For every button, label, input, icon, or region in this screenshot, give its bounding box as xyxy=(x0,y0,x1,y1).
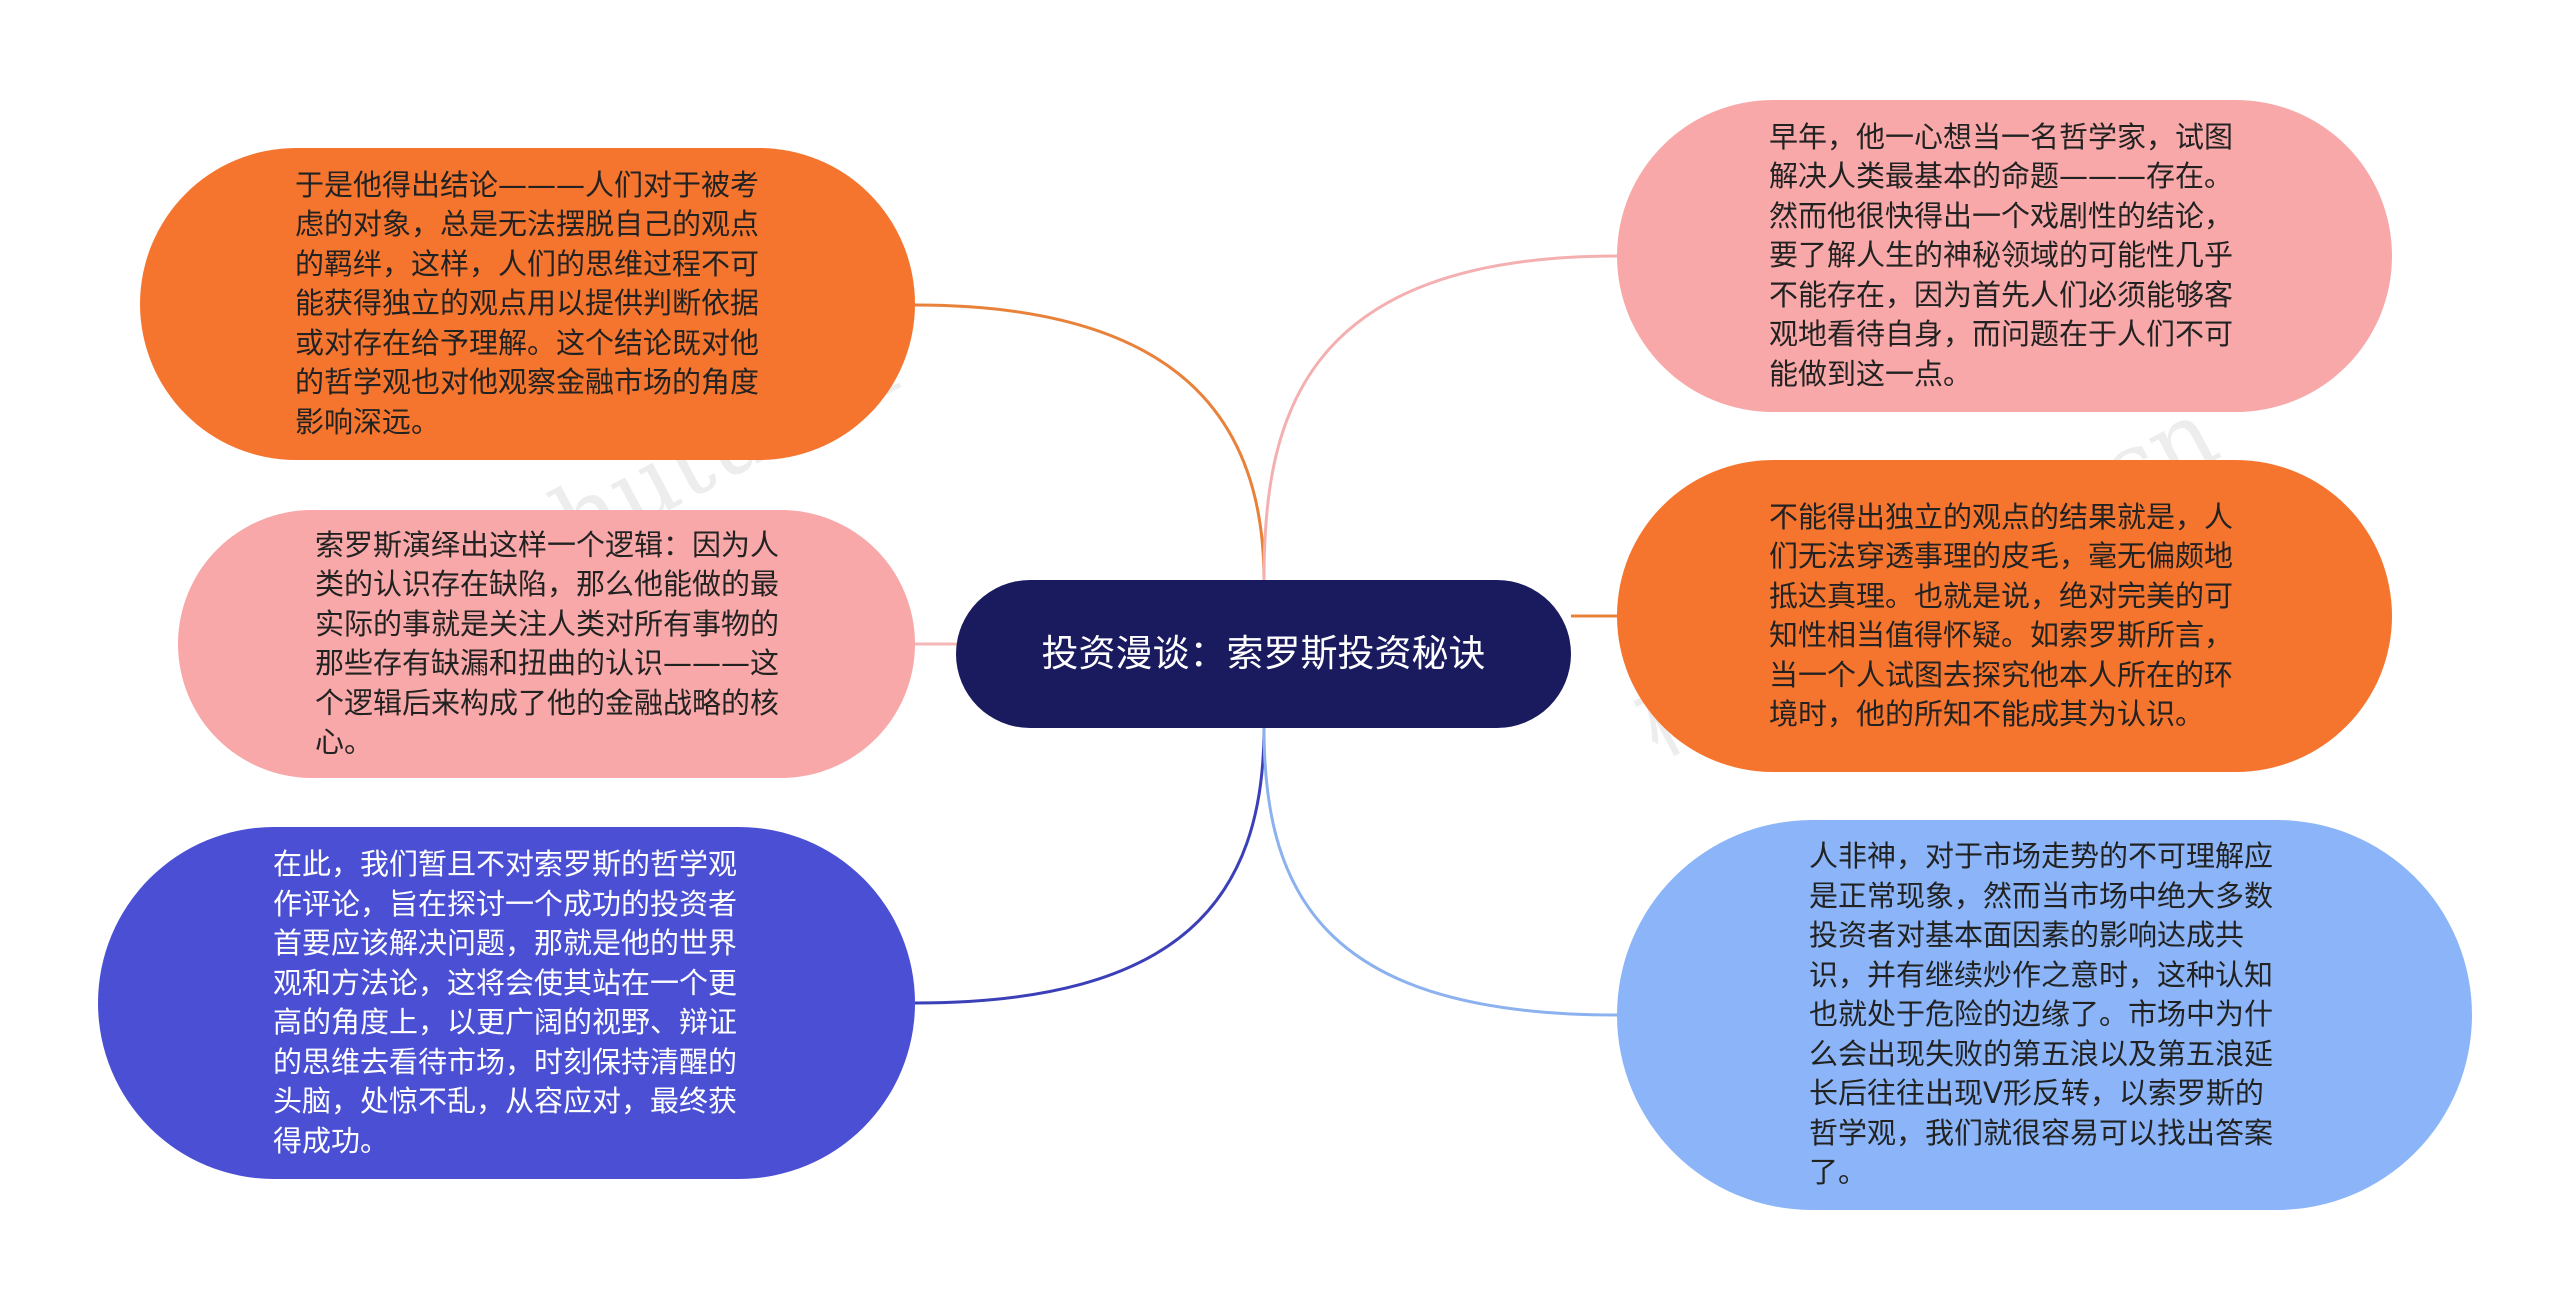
connector-root-to-node-1 xyxy=(914,303,1266,581)
topic-node-independent-view[interactable]: 不能得出独立的观点的结果就是，人们无法穿透事理的皮毛，毫无偏颇地抵达真理。也就是… xyxy=(1617,460,2392,772)
topic-text: 人非神，对于市场走势的不可理解应是正常现象，然而当市场中绝大多数投资者对基本面因… xyxy=(1809,839,2274,1190)
root-topic-node[interactable]: 投资漫谈：索罗斯投资秘诀 xyxy=(956,580,1571,728)
topic-node-early-years[interactable]: 早年，他一心想当一名哲学家，试图解决人类最基本的命题———存在。然而他很快得出一… xyxy=(1617,100,2392,412)
topic-text: 于是他得出结论———人们对于被考虑的对象，总是无法摆脱自己的观点的羁绊，这样，人… xyxy=(295,167,760,439)
topic-text: 早年，他一心想当一名哲学家，试图解决人类最基本的命题———存在。然而他很快得出一… xyxy=(1769,119,2234,391)
topic-text: 不能得出独立的观点的结果就是，人们无法穿透事理的皮毛，毫无偏颇地抵达真理。也就是… xyxy=(1769,499,2234,732)
topic-text: 在此，我们暂且不对索罗斯的哲学观作评论，旨在探讨一个成功的投资者首要应该解决问题… xyxy=(273,847,738,1158)
topic-node-logic[interactable]: 索罗斯演绎出这样一个逻辑：因为人类的认识存在缺陷，那么他能做的最实际的事就是关注… xyxy=(178,510,915,778)
topic-text: 索罗斯演绎出这样一个逻辑：因为人类的认识存在缺陷，那么他能做的最实际的事就是关注… xyxy=(315,527,780,760)
connector-root-to-node-4 xyxy=(1262,254,1618,581)
connector-root-to-node-6 xyxy=(1262,727,1618,1017)
topic-node-market[interactable]: 人非神，对于市场走势的不可理解应是正常现象，然而当市场中绝大多数投资者对基本面因… xyxy=(1617,820,2472,1210)
root-topic-label: 投资漫谈：索罗斯投资秘诀 xyxy=(1041,632,1486,675)
topic-node-worldview[interactable]: 在此，我们暂且不对索罗斯的哲学观作评论，旨在探讨一个成功的投资者首要应该解决问题… xyxy=(98,827,915,1179)
connector-root-to-node-3 xyxy=(914,727,1266,1005)
topic-node-conclusion[interactable]: 于是他得出结论———人们对于被考虑的对象，总是无法摆脱自己的观点的羁绊，这样，人… xyxy=(140,148,915,460)
